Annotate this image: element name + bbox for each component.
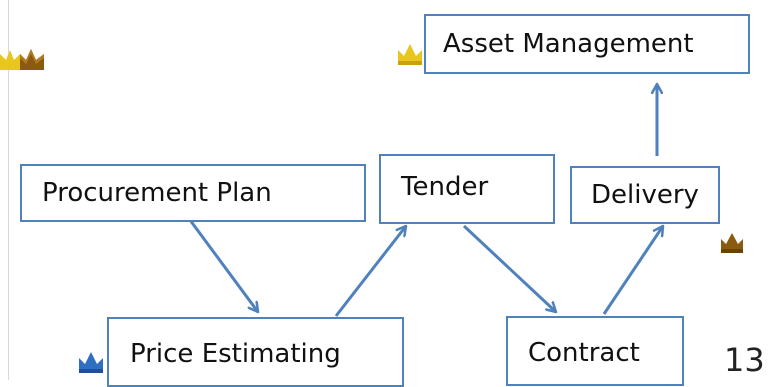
node-contract: Contract: [506, 316, 684, 386]
node-price-estimating-label: Price Estimating: [130, 339, 341, 369]
node-delivery-label: Delivery: [591, 180, 699, 210]
arrow-price-to-tender: [334, 226, 406, 317]
node-procurement-plan-label: Procurement Plan: [42, 178, 272, 208]
node-asset-management-label: Asset Management: [443, 29, 694, 59]
arrow-tender-to-contract: [462, 224, 556, 312]
gold-brown-crown-icon: [0, 49, 44, 70]
page-number: 13: [724, 341, 765, 379]
node-asset-management: Asset Management: [424, 14, 750, 74]
node-contract-label: Contract: [528, 338, 640, 368]
node-tender: Tender: [379, 154, 555, 224]
gold-crown-icon: [398, 44, 422, 65]
arrow-contract-to-delivery: [602, 226, 663, 315]
node-price-estimating: Price Estimating: [107, 317, 404, 387]
node-delivery: Delivery: [570, 166, 720, 224]
slide-left-edge: [8, 0, 9, 380]
node-procurement-plan: Procurement Plan: [20, 164, 366, 222]
node-tender-label: Tender: [401, 172, 489, 202]
brown-crown-icon: [721, 233, 743, 253]
arrow-procurement-to-price: [188, 219, 258, 312]
blue-crown-icon: [79, 352, 103, 373]
